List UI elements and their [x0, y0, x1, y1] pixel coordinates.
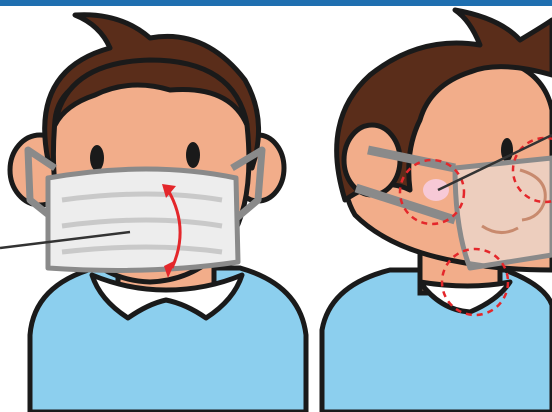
side-view-panel	[322, 10, 552, 412]
front-view-panel	[0, 15, 306, 412]
side-ear	[344, 125, 400, 195]
side-cheek	[423, 179, 449, 201]
front-right-eye	[186, 142, 200, 168]
front-left-eye	[90, 145, 104, 171]
